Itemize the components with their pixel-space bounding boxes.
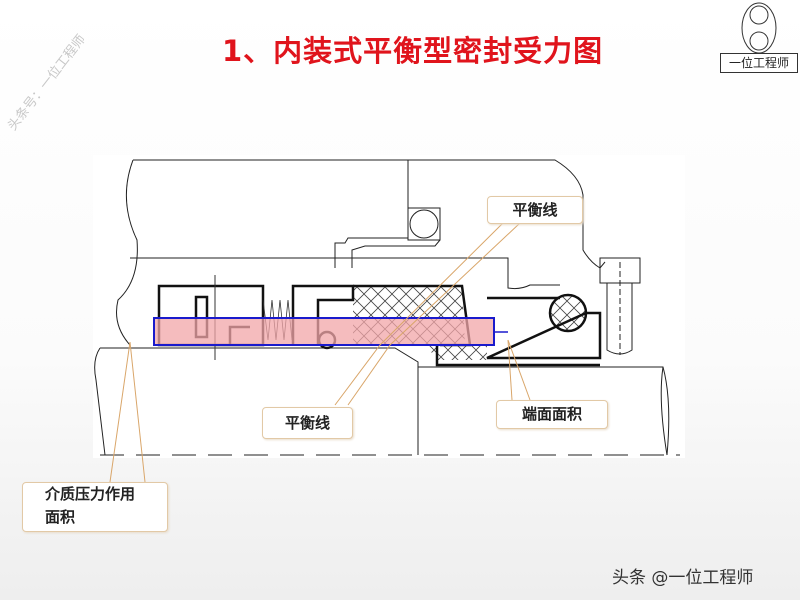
seal-cross-section-diagram (93, 155, 685, 458)
watermark: 头条号：一位工程师 (5, 32, 90, 134)
face-area-label: 端面面积 (496, 400, 608, 429)
footer-watermark: 头条 @一位工程师 (612, 568, 754, 588)
balance-line-label-top: 平衡线 (487, 196, 583, 224)
slide-title: 1、内装式平衡型密封受力图 (222, 34, 604, 68)
medium-pressure-area-highlight (153, 317, 495, 346)
logo-text: 一位工程师 (720, 53, 798, 73)
balance-line-label-bottom: 平衡线 (262, 407, 353, 439)
medium-pressure-area-label: 介质压力作用面积 (22, 482, 168, 532)
